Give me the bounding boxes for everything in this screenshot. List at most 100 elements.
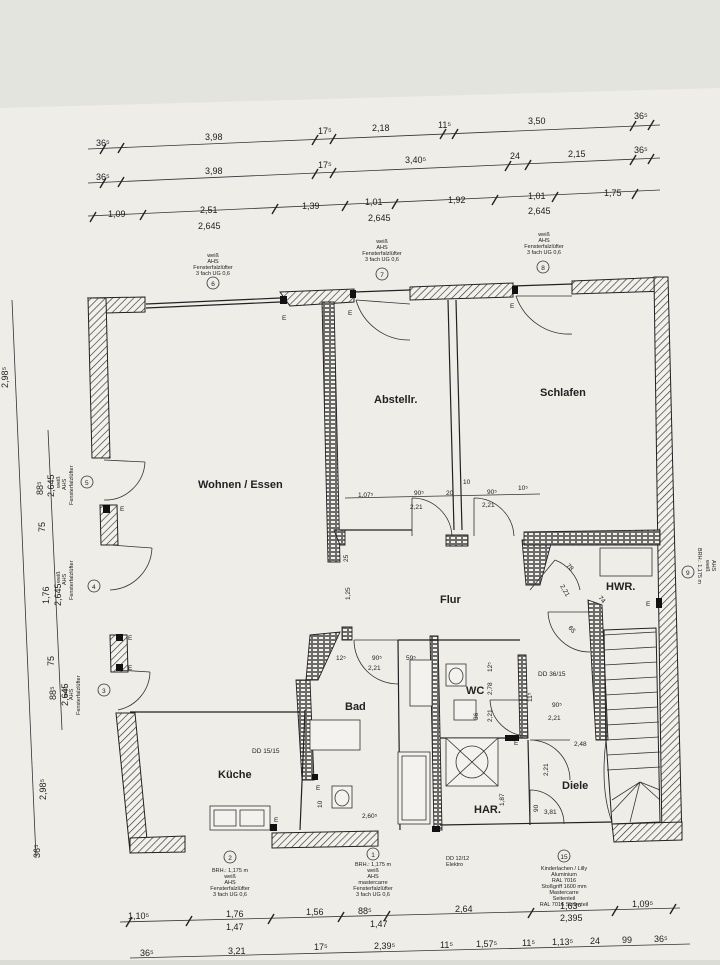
window-4-text: Fensterfalzlüfter [69, 560, 75, 600]
window-2-l2: AHS [224, 880, 236, 886]
idim-diele-90: 90 [533, 804, 540, 812]
room-wc: WC [466, 685, 484, 697]
window-6-l1: weiß [206, 253, 219, 259]
top-dim-2-a: 36⁵ [96, 172, 110, 182]
wall-bad-right [429, 635, 443, 831]
wc-sink [453, 699, 477, 721]
window-4-weiss: weiß [56, 571, 62, 584]
room-schlafen: Schlafen [540, 387, 586, 399]
staircase [603, 627, 661, 825]
door-15-l2: RAL 7016 [552, 878, 576, 884]
door-diele [529, 789, 565, 825]
window-9-circle [681, 565, 695, 579]
window-1-l1: weiß [366, 868, 379, 874]
door-15-num: 15 [560, 854, 568, 861]
top-dim-1-d: 2,18 [372, 123, 390, 133]
bottom-dim-1-g: 1,09⁵ [632, 899, 654, 909]
door-schlafen-bottom [473, 497, 515, 537]
window-5-ahs: AHS [62, 478, 68, 490]
top-dim-2-d: 3,40⁵ [405, 155, 427, 165]
door-har [529, 739, 571, 781]
idim-abstell-221: 2,21 [410, 504, 423, 511]
e-marker-1: E [282, 315, 287, 322]
window-6-num: 6 [211, 281, 215, 288]
wall-left-1 [87, 297, 111, 459]
window-2-l0: BRH.: 1,175 m [212, 868, 248, 874]
fixtures [209, 547, 653, 831]
wall-flur-stub [445, 534, 469, 547]
window-8-circle [536, 260, 550, 274]
idim-har-187: 1,87 [499, 793, 506, 806]
door-schlafen [515, 295, 573, 335]
window-2-l1: weiß [223, 874, 236, 880]
window-1-num: 1 [371, 852, 375, 859]
window-1-l2: AHS [367, 874, 379, 880]
dd1212: DD 12/12 [446, 856, 469, 862]
left-dimension-lines [11, 299, 63, 859]
bad-cabinet [309, 719, 361, 751]
bottom-dim-1-d: 88⁵ [358, 906, 372, 916]
bottom-dimension-lines [119, 907, 691, 959]
window-8-label: weiß AHS Fensterfalzlüfter 3 fach UG 0,6… [524, 232, 564, 274]
window-6-l2: AHS [207, 259, 219, 265]
top-dim-2-f: 2,15 [568, 149, 586, 159]
bottom-dim-2-d: 2,39⁵ [374, 941, 396, 951]
idim-flur-125: 1,25 [345, 587, 352, 600]
e-marker-2: E [348, 310, 353, 317]
room-kueche: Küche [218, 769, 252, 781]
bottom-dim-2-f: 1,57⁵ [476, 939, 498, 949]
door-wohnen-left1 [103, 459, 146, 501]
top-dimension-texts: 36⁵ 3,98 17⁵ 2,18 11⁵ 3,50 36⁵ 36⁵ 3,98 … [96, 111, 648, 231]
left-dim-outer-2: 2,98⁵ [38, 778, 48, 800]
window-9-num: 9 [686, 570, 690, 577]
left-dim-inner-8: 2,645 [60, 683, 70, 706]
window-7-label: weiß AHS Fensterfalzlüfter 3 fach UG 0,6… [362, 239, 402, 281]
window-8-l3: Fensterfalzlüfter [524, 244, 564, 250]
left-dim-inner-3: 75 [37, 522, 47, 532]
door-hwr [529, 559, 581, 591]
top-dim-1-e: 11⁵ [438, 120, 451, 130]
window-1-l3: mastercarre [358, 880, 387, 886]
e-marker-9: E [514, 740, 519, 747]
door-wohnen-left2 [109, 544, 153, 591]
window-5-num: 5 [85, 480, 89, 487]
idim-gap10b: 10⁵ [518, 485, 528, 492]
idim-gap10: 10 [463, 479, 471, 486]
dd1212-label: DD 12/12 Elektro [446, 856, 469, 868]
window-1-circle [366, 847, 380, 861]
window-2-l4: 3 fach UG 0,6 [213, 892, 247, 898]
bottom-dimension-texts: 1,10⁵ 1,76 1,56 88⁵ 2,64 1,63⁵ 1,09⁵ 1,4… [128, 899, 668, 958]
window-3-text: Fensterfalzlüfter [76, 675, 82, 715]
wall-abstell-left [321, 301, 341, 563]
door-wc [489, 699, 529, 737]
idim-bad-221: 2,21 [368, 665, 381, 672]
door-15-circle [557, 849, 571, 863]
e-marker-10: E [316, 785, 321, 792]
window-4-num: 4 [92, 584, 96, 591]
idim-door-w1: 90⁵ [414, 490, 424, 497]
top-dim-3-f: 1,01 [528, 191, 546, 201]
top-dim-2-g: 36⁵ [634, 145, 648, 155]
window-8-l2: AHS [538, 238, 550, 244]
window-8-l1: weiß [537, 232, 550, 238]
e-marker-6: E [128, 665, 133, 672]
wall-bottom-left [129, 835, 186, 854]
door-15-l6: RAL 7016 Seitenteil [540, 902, 588, 908]
idim-bad-125: 12⁵ [336, 655, 346, 662]
window-9-label: 9 BRH.: 1,175 m weiß AHS [681, 548, 716, 584]
bathtub [397, 751, 431, 825]
idim-har-115: 11⁵ [527, 692, 534, 702]
left-dim-inner-5: 2,645 [53, 583, 63, 606]
top-dim-2-b: 3,98 [205, 166, 223, 176]
bottom-dim-1-h: 1,47 [226, 922, 244, 932]
idim-hwr-178: 78 [565, 562, 575, 572]
bottom-dim-2-j: 99 [622, 935, 632, 945]
idim-bad-door: 90⁵ [372, 655, 382, 662]
window-6-l3: Fensterfalzlüfter [193, 265, 233, 271]
idim-wc-278: 2,78 [487, 682, 494, 695]
door-15-l0: Kinderlachen / Lilly [541, 866, 587, 872]
window-3-ahs: AHS [69, 688, 75, 700]
room-labels: Wohnen / Essen Abstellr. Schlafen Flur H… [198, 387, 635, 816]
window-5-text: Fensterfalzlüfter [69, 465, 75, 505]
idim-kueche-dd: DD 15/15 [252, 748, 280, 755]
